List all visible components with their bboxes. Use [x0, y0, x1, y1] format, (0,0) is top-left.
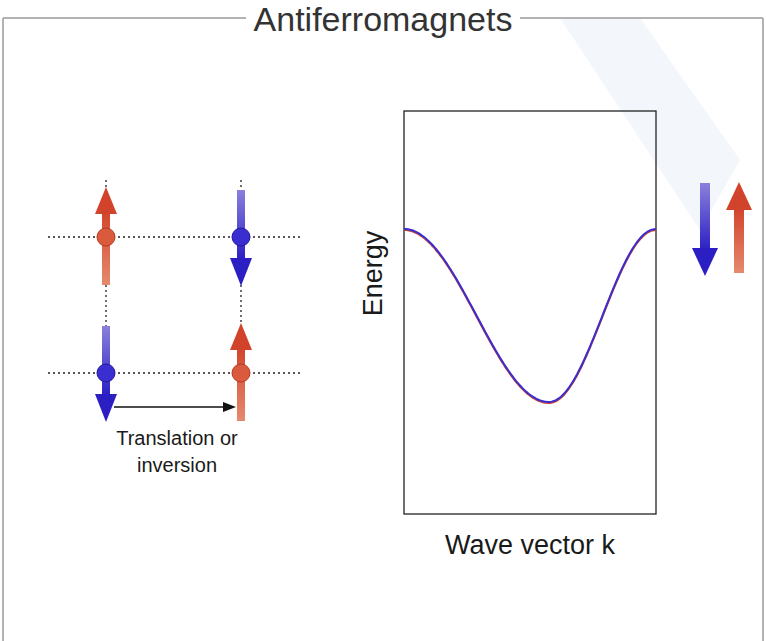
spin-down: [692, 183, 718, 276]
translation-arrow: [114, 402, 236, 412]
spin-down: [95, 326, 117, 422]
spin-down: [230, 190, 252, 286]
slide-frame: [3, 18, 763, 641]
caption-label: Translation or inversion: [102, 425, 252, 479]
watermark: [560, 18, 740, 230]
band-curve: [404, 230, 656, 403]
spin-up: [726, 182, 752, 273]
band-curve: [404, 229, 656, 402]
spin-up: [95, 187, 117, 285]
plot-frame: [404, 111, 656, 514]
lattice-lines: [48, 180, 300, 420]
slide-title: Antiferromagnets: [246, 2, 521, 36]
axis-label: Wave vector k: [445, 530, 615, 561]
axis-label: Energy: [358, 231, 389, 317]
